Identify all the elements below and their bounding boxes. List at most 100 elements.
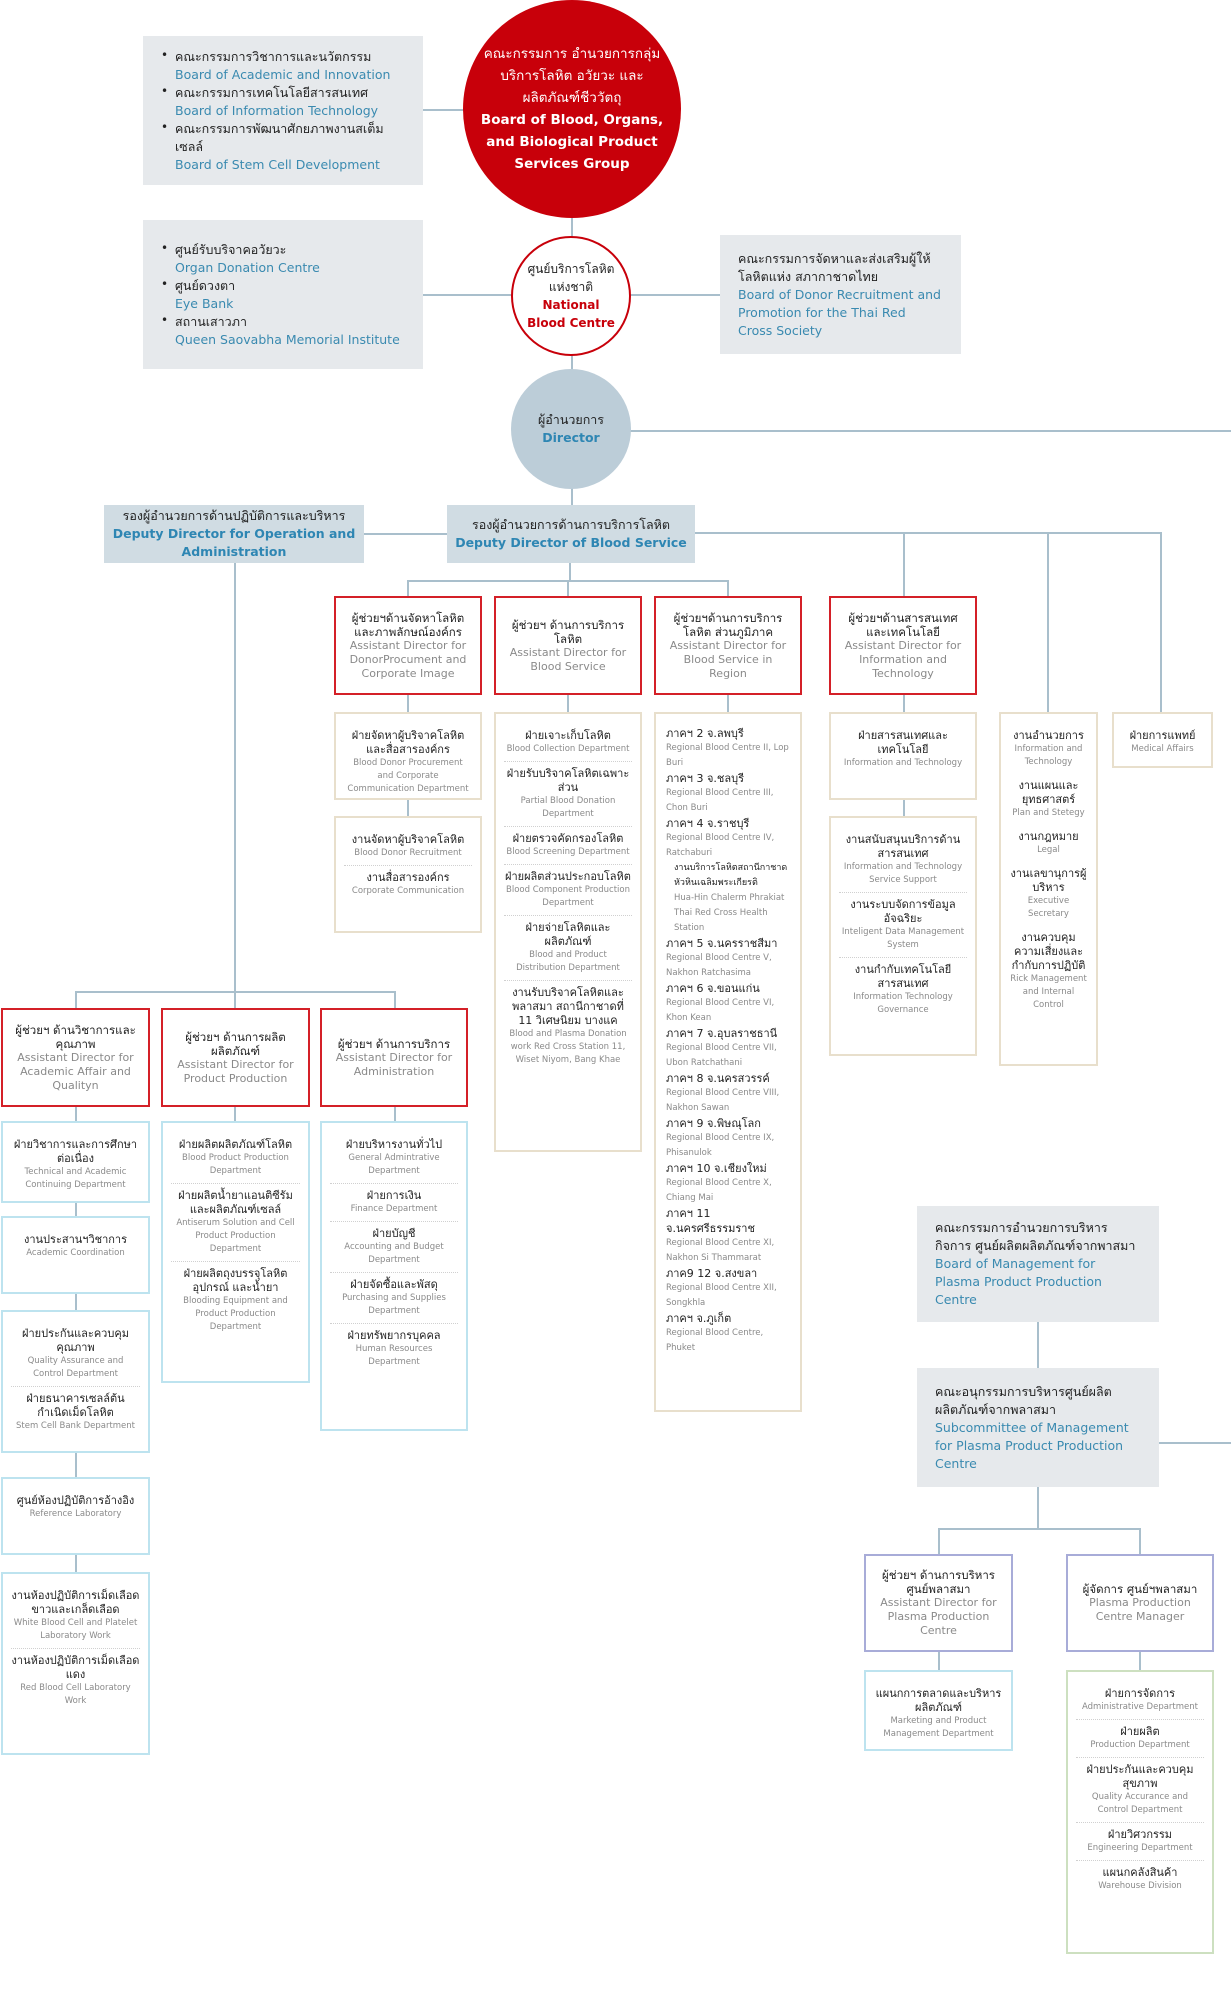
english-label: Organ Donation Centre — [175, 259, 320, 275]
department-item: งานรับบริจาคโลหิตและพลาสมา สถานีกาชาดที่… — [504, 980, 632, 1072]
connector-line — [630, 430, 1231, 432]
connector-line — [234, 562, 236, 993]
english-label: Regional Blood Centre VIII, Nakhon Sawan — [666, 1088, 780, 1113]
dept-medical-node: ฝ่ายการแพทย์Medical Affairs — [1112, 712, 1213, 768]
thai-label: งานแผนและยุทธศาสตร์ — [1018, 779, 1079, 806]
department-item: ฝ่ายสารสนเทศและเทคโนโลยี Information and … — [839, 724, 967, 775]
english-label: Engineering Department — [1087, 1843, 1193, 1853]
connector-line — [394, 1106, 396, 1122]
english-label: Partial Blood Donation Department — [520, 796, 616, 819]
department-item: ฝ่ายการจัดการ Administrative Department — [1076, 1682, 1204, 1719]
english-label: Warehouse Division — [1098, 1881, 1182, 1891]
thai-label: คณะกรรมการอำนวยการบริหารกิจการ ศูนย์ผลิต… — [935, 1220, 1136, 1253]
english-label: Plan and Stetegy — [1012, 808, 1085, 818]
thai-label: ภาคฯ จ.ภูเก็ต — [666, 1312, 732, 1325]
english-label: Blood and Product Distribution Departmen… — [516, 950, 620, 973]
english-label: Corporate Communication — [351, 886, 465, 896]
thai-label: งานระบบจัดการข้อมูลอัจฉริยะ — [850, 898, 956, 925]
thai-label: ผู้ช่วยฯ ด้านการบริการโลหิต — [511, 617, 625, 646]
donor-board-node: คณะกรรมการจัดหาและส่งเสริมผู้ให้โลหิตแห่… — [720, 235, 961, 354]
english-label: Inteligent Data Management System — [841, 927, 965, 950]
department-item: ภาคฯ 3 จ.ชลบุรีRegional Blood Centre III… — [666, 771, 790, 816]
english-label: Hua-Hin Chalerm Phrakiat Thai Red Cross … — [674, 893, 785, 933]
thai-label: ผู้ช่วยฯ ด้านวิชาการและคุณภาพ — [15, 1022, 136, 1051]
connector-line — [75, 1202, 77, 1217]
thai-label: งานสื่อสารองค์กร — [366, 871, 450, 884]
connector-line — [569, 562, 571, 582]
thai-label: รองผู้อำนวยการด้านการบริการโลหิต — [471, 517, 671, 532]
english-label: Medical Affairs — [1131, 744, 1194, 754]
thai-label: ผู้ช่วยฯด้านสารสนเทศและเทคโนโลยี — [848, 610, 958, 639]
english-label: Reference Laboratory — [29, 1509, 122, 1519]
thai-label: ภาคฯ 6 จ.ขอนแก่น — [666, 982, 760, 995]
english-label: Assistant Director for Plasma Production… — [880, 1596, 997, 1637]
thai-label: ฝ่ายบัญชี — [372, 1227, 416, 1240]
thai-label: ฝ่ายธนาคารเซลล์ต้นกำเนิดเม็ดโลหิต — [26, 1392, 125, 1419]
english-label: Administrative Department — [1081, 1702, 1198, 1712]
thai-label: ภาคฯ 3 จ.ชลบุรี — [666, 772, 744, 785]
department-item: แผนกการตลาดและบริหารผลิตภัณฑ์Marketing a… — [874, 1682, 1003, 1746]
english-label: Regional Blood Centre IX, Phisanulok — [666, 1133, 775, 1158]
english-label: Assistant Director for Blood Service in … — [669, 638, 787, 680]
english-label: Blood Screening Department — [506, 847, 630, 857]
thai-label: ฝ่ายการจัดการ — [1104, 1687, 1176, 1700]
english-label: White Blood Cell and Platelet Laboratory… — [13, 1618, 138, 1641]
english-label: Information and Technology — [843, 758, 963, 768]
thai-label: ฝ่ายทรัพยากรบุคคล — [347, 1329, 441, 1342]
english-label: Regional Blood Centre, Phuket — [666, 1328, 764, 1353]
thai-label: ภาคฯ 8 จ.นครสวรรค์ — [666, 1072, 770, 1085]
thai-label: ภาคฯ 2 จ.ลพบุรี — [666, 727, 744, 740]
english-label: Purchasing and Supplies Department — [342, 1293, 446, 1316]
thai-label: งานบริการโลหิตสถานีกาชาดหัวหินเฉลิมพระเก… — [674, 863, 788, 888]
connector-line — [75, 991, 77, 1009]
bullet-item: คณะกรรมการพัฒนาศักยภาพงานสเต็มเซลล์Board… — [161, 120, 405, 174]
thai-label: งานเลขานุการผู้บริหาร — [1010, 867, 1087, 894]
english-label: Legal — [1037, 845, 1060, 855]
english-label: Subcommittee of Management for Plasma Pr… — [935, 1419, 1129, 1471]
thai-label: ฝ่ายผลิตส่วนประกอบโลหิต — [505, 870, 631, 883]
thai-label: คณะกรรมการเทคโนโลยีสารสนเทศ — [175, 84, 369, 100]
english-label: Deputy Director of Blood Service — [455, 535, 687, 550]
thai-label: ฝ่ายวิชาการและการศึกษาต่อเนื่อง — [13, 1138, 138, 1165]
board-main-node: คณะกรรมการ อำนวยการกลุ่มบริการโลหิต อวัย… — [463, 0, 681, 218]
thai-label: ภาค9 12 จ.สงขลา — [666, 1267, 758, 1280]
connector-line — [694, 532, 1162, 534]
english-label: Blood Product Production Department — [182, 1153, 289, 1176]
connector-line — [1037, 1486, 1039, 1530]
connector-line — [571, 488, 573, 506]
thai-label: งานอำนวยการ — [1013, 729, 1084, 742]
english-label: Human Resources Department — [355, 1344, 433, 1367]
english-label: Regional Blood Centre IV, Ratchaburi — [666, 833, 775, 858]
thai-label: งานกฎหมาย — [1018, 830, 1079, 843]
thai-label: ฝ่ายสารสนเทศและเทคโนโลยี — [858, 729, 948, 756]
bullet-item: ศูนย์รับบริจาคอวัยวะ Organ Donation Centr… — [161, 241, 320, 277]
department-item: งานแผนและยุทธศาสตร์ Plan and Stetegy — [1009, 774, 1088, 825]
thai-label: ผู้ช่วยฯด้านการบริการโลหิต ส่วนภูมิภาค — [673, 610, 783, 639]
thai-label: ฝ่ายจัดซื้อและพัสดุ — [350, 1278, 438, 1291]
thai-label: ภาคฯ 11 จ.นครศรีธรรมราช — [666, 1207, 755, 1235]
thai-label: ศูนย์รับบริจาคอวัยวะ — [175, 241, 287, 257]
thai-label: ฝ่ายผลิตน้ำยาแอนติซีรัมและผลิตภัณฑ์เซลล์ — [178, 1189, 293, 1216]
connector-line — [407, 694, 409, 713]
connector-line — [394, 991, 396, 1009]
connector-line — [938, 1528, 1141, 1530]
connector-line — [727, 580, 729, 597]
english-label: Assistant Director for Administration — [335, 1050, 453, 1078]
